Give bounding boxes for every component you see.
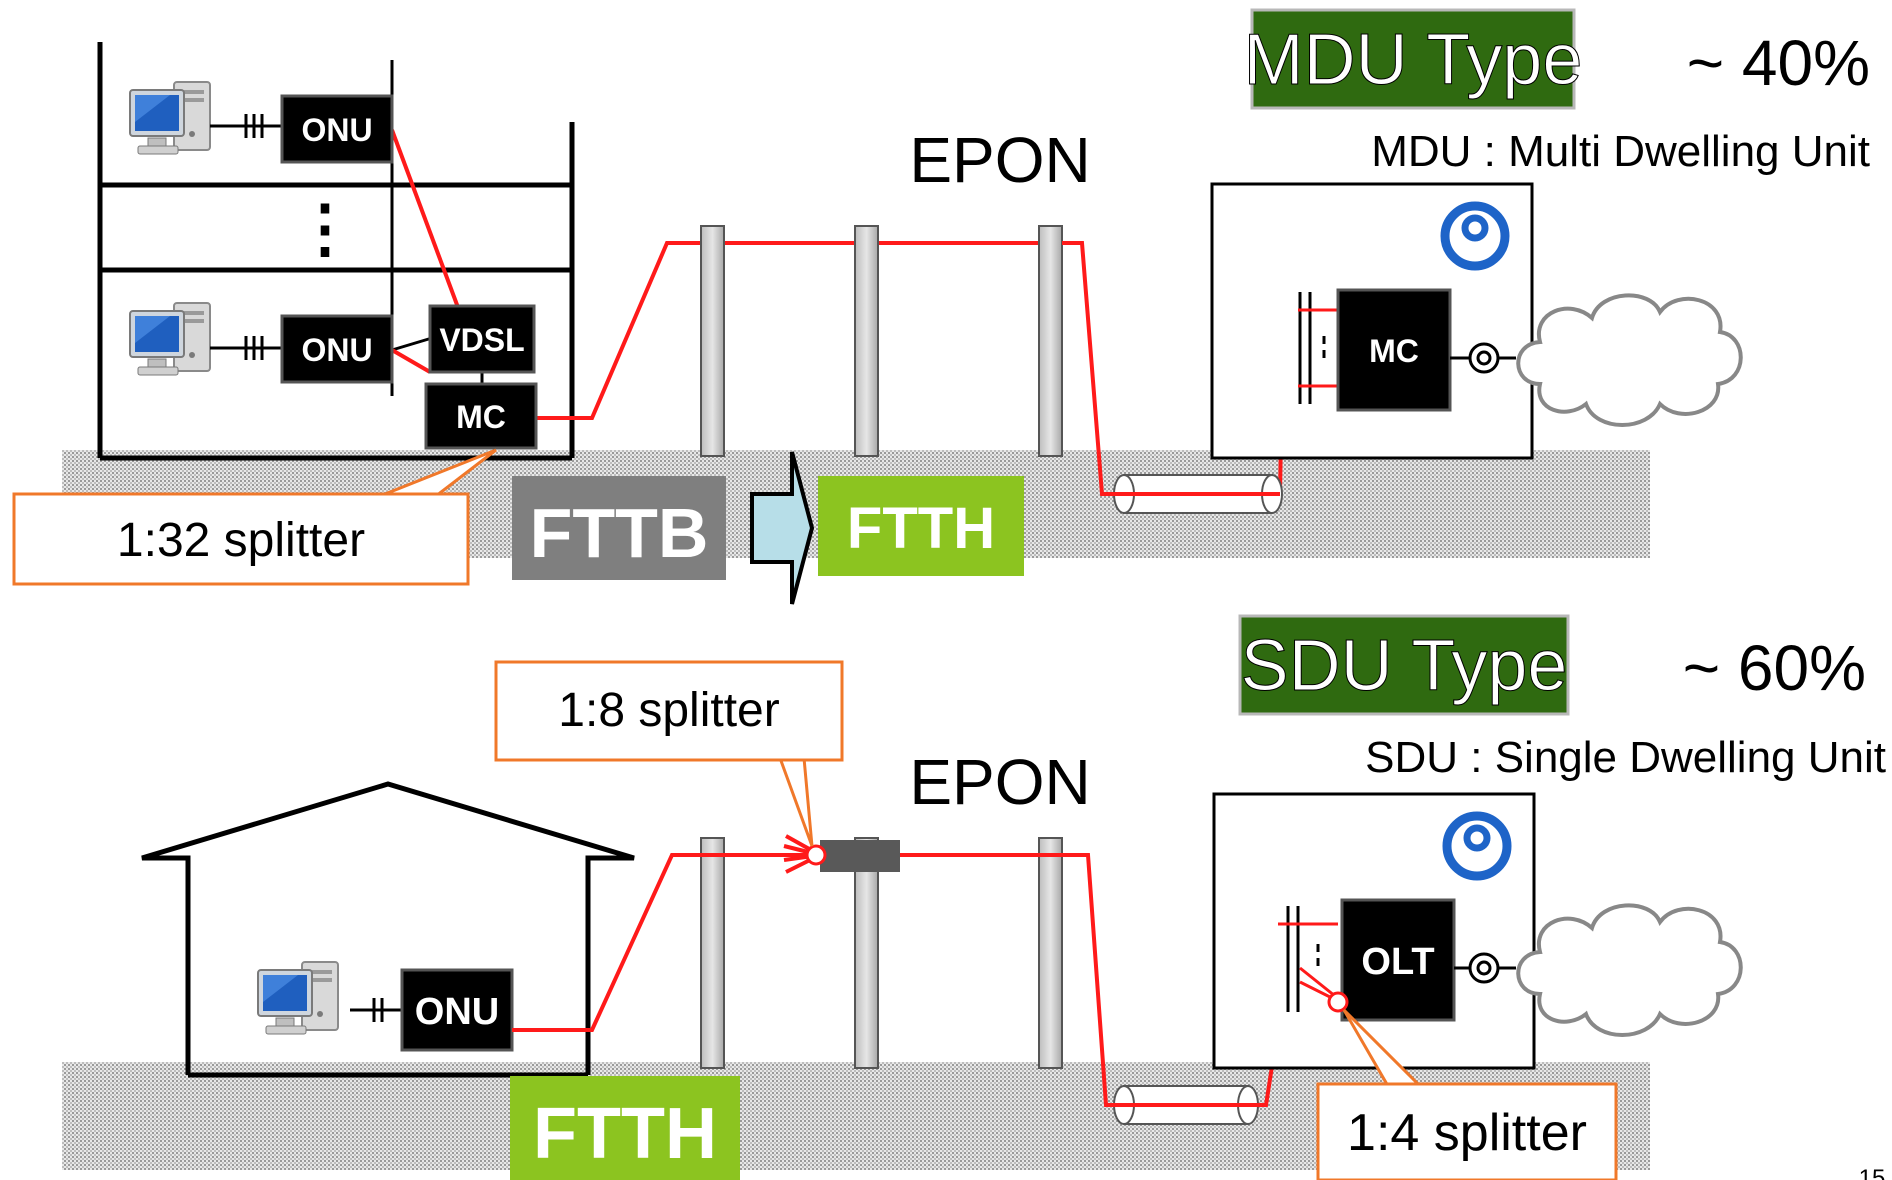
pole-icon	[1038, 225, 1063, 457]
utility-poles	[700, 837, 1063, 1069]
company-logo-icon	[1442, 811, 1512, 881]
splitter-callout-pointer	[777, 756, 814, 847]
svg-text:VDSL: VDSL	[439, 322, 524, 358]
svg-text:MDU Type: MDU Type	[1244, 20, 1583, 100]
splitter-4-callout: 1:4 splitter	[1316, 1082, 1618, 1180]
fttb-label: FTTB	[512, 476, 726, 580]
onu-top: ONU	[280, 94, 394, 164]
vdsl-box: VDSL	[428, 304, 536, 374]
pole-icon	[1038, 837, 1063, 1069]
sdu-feeder-fiber	[512, 853, 820, 1032]
computer-icon	[257, 961, 339, 1035]
page-number: 15	[1859, 1165, 1886, 1180]
svg-text:ONU: ONU	[415, 991, 499, 1033]
pole-icon	[854, 225, 879, 457]
port-icon	[1468, 952, 1500, 984]
svg-text:ONU: ONU	[301, 332, 372, 368]
sdu-section: ONU	[62, 614, 1886, 1180]
epon-label-sdu: EPON	[909, 746, 1090, 818]
epon-label-mdu: EPON	[909, 124, 1090, 196]
onu-sdu: ONU	[400, 968, 514, 1052]
mdu-type-label: MDU Type	[1243, 8, 1583, 110]
svg-text:1:8 splitter: 1:8 splitter	[558, 684, 779, 737]
splitter-8-callout: 1:8 splitter	[494, 660, 844, 762]
cloud-icon	[1516, 293, 1743, 427]
ftth-label-mdu: FTTH	[818, 476, 1024, 576]
sdu-definition: SDU : Single Dwelling Unit	[1365, 733, 1886, 782]
apartment-building	[97, 42, 575, 461]
svg-text:FTTH: FTTH	[847, 496, 995, 561]
computer-icon	[129, 302, 211, 376]
svg-text:FTTH: FTTH	[533, 1094, 717, 1174]
ftth-label-sdu: FTTH	[510, 1076, 740, 1180]
onu-bottom: ONU	[280, 314, 394, 384]
transition-arrow	[750, 451, 815, 605]
port-icon	[1468, 342, 1500, 374]
svg-text:OLT: OLT	[1361, 941, 1434, 983]
house	[141, 781, 635, 1078]
splitter-4-point	[1327, 991, 1349, 1013]
mdu-definition: MDU : Multi Dwelling Unit	[1371, 127, 1870, 176]
pole-icon	[700, 225, 725, 457]
splitter-32-callout: 1:32 splitter	[12, 492, 470, 586]
splitter-8-body	[805, 840, 900, 872]
svg-text:1:4 splitter: 1:4 splitter	[1347, 1104, 1587, 1162]
svg-text:SDU Type: SDU Type	[1241, 626, 1568, 706]
pole-icon	[700, 837, 725, 1069]
computer-icon	[129, 81, 211, 155]
svg-text:MC: MC	[1369, 333, 1419, 369]
floor-ellipsis: ⋮	[293, 192, 357, 264]
cloud-icon	[1516, 903, 1743, 1037]
svg-text:FTTB: FTTB	[530, 494, 709, 572]
svg-text:ONU: ONU	[301, 112, 372, 148]
sdu-percent: ~ 60%	[1683, 632, 1866, 704]
conduit-icon	[1102, 474, 1283, 514]
utility-poles	[700, 225, 1063, 457]
company-logo-icon	[1440, 201, 1510, 271]
mdu-section: ⋮ ONU ONU VDSL	[12, 8, 1870, 605]
svg-text:1:32 splitter: 1:32 splitter	[117, 514, 365, 567]
mc-building-box: MC	[424, 382, 538, 450]
pole-icon	[854, 837, 879, 1069]
conduit-icon	[1106, 1085, 1266, 1125]
sdu-type-label: SDU Type	[1238, 614, 1570, 716]
port-bank-mdu	[1298, 292, 1338, 404]
mdu-percent: ~ 40%	[1687, 27, 1870, 99]
olt-box: OLT	[1340, 898, 1456, 1022]
svg-text:MC: MC	[456, 399, 506, 435]
mc-office-box: MC	[1336, 288, 1452, 412]
